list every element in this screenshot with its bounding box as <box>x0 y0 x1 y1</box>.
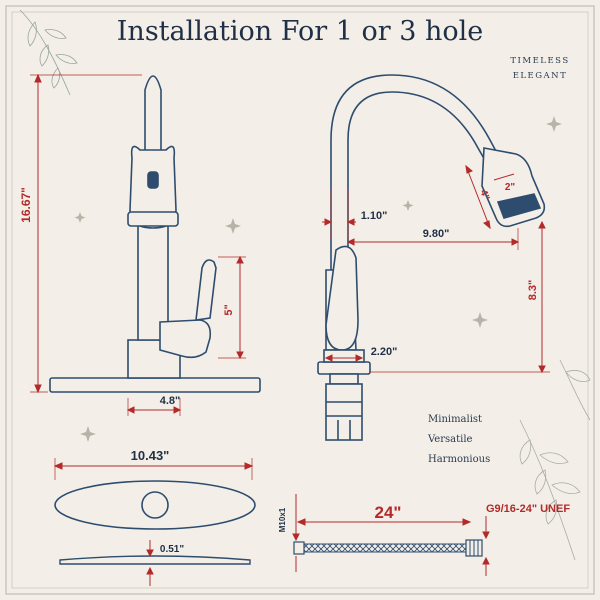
inner-frame <box>11 11 589 589</box>
lever-handle-side <box>325 245 359 351</box>
lever-hub-front <box>159 319 212 359</box>
faucet-base-side <box>323 349 365 363</box>
label-thread-right: G9/16-24" UNEF <box>486 503 570 515</box>
dim-handle-height <box>218 255 246 360</box>
sparkle-decorations <box>74 116 562 442</box>
shank-body <box>325 383 363 441</box>
spray-head-ring-front <box>127 211 179 227</box>
deck-plate-profile <box>59 555 251 565</box>
label-reach: 9.80" <box>423 228 450 240</box>
label-hose-length: 24" <box>375 503 402 522</box>
dim-head-length <box>465 164 491 230</box>
dim-height-16 <box>30 73 142 394</box>
label-handle-height: 5" <box>223 304 235 315</box>
spray-face-side <box>496 193 542 219</box>
label-base-diameter: 2.20" <box>371 346 398 358</box>
feature-3: Harmonious <box>428 454 490 465</box>
dim-hose-length <box>296 518 472 526</box>
label-plate-width: 10.43" <box>131 448 170 463</box>
dim-base-width <box>126 398 182 416</box>
hose-braid <box>303 543 467 553</box>
dim-thread-right <box>482 516 490 576</box>
tagline-line-1: TIMELESS <box>510 56 569 66</box>
dim-head-width <box>493 173 515 181</box>
faucet-side-view <box>317 74 546 441</box>
dim-base-diameter <box>324 354 364 362</box>
label-head-width: 2" <box>505 182 516 193</box>
dim-spout-offset <box>322 190 356 240</box>
label-height: 16.67" <box>19 187 33 223</box>
page-title: Installation For 1 or 3 hole <box>117 16 483 47</box>
dim-plate-width <box>53 458 254 480</box>
supply-hose <box>293 539 483 557</box>
label-head-length: 4" <box>477 188 491 202</box>
deck-plate-hole <box>141 491 169 519</box>
lever-handle-front <box>195 259 217 321</box>
shank-nut <box>329 373 359 385</box>
spray-button-icon <box>147 171 159 189</box>
dim-thread-left <box>292 494 300 572</box>
dim-plate-thickness <box>146 540 154 586</box>
faucet-front-view <box>49 75 261 393</box>
deck-plate-front <box>49 377 261 393</box>
deck-plate-side <box>317 361 371 375</box>
feature-1: Minimalist <box>428 414 482 425</box>
label-spout-offset: 1.10" <box>361 210 388 222</box>
gooseneck-spout <box>330 74 500 270</box>
leaf-decoration-top-left <box>19 9 78 96</box>
label-plate-thickness: 0.51" <box>160 544 184 555</box>
label-spout-drop: 8.3" <box>527 280 539 301</box>
tagline-line-2: ELEGANT <box>513 71 568 81</box>
feature-2: Versatile <box>427 434 473 445</box>
outer-frame <box>5 5 595 595</box>
label-base-width: 4.8" <box>160 395 181 407</box>
leaf-decoration-bottom-right <box>519 359 591 561</box>
dim-spout-drop <box>370 220 550 374</box>
label-thread-left: M10x1 <box>278 507 287 532</box>
hose-fitting-left <box>293 541 305 555</box>
dim-reach <box>346 228 520 250</box>
